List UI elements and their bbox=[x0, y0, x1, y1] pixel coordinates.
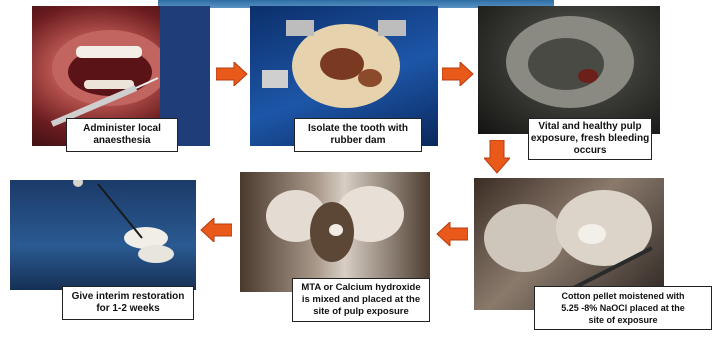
caption-line: 5.25 -8% NaOCl placed at the bbox=[535, 302, 711, 314]
step-5-caption: MTA or Calcium hydroxide is mixed and pl… bbox=[292, 278, 430, 322]
step-5-mta-placement: MTA or Calcium hydroxide is mixed and pl… bbox=[240, 172, 430, 332]
step-4-cotton-pellet: Cotton pellet moistened with 5.25 -8% Na… bbox=[474, 178, 712, 336]
caption-line: is mixed and placed at the bbox=[293, 294, 429, 306]
caption-line: Cotton pellet moistened with bbox=[535, 290, 711, 302]
step-6-caption: Give interim restoration for 1-2 weeks bbox=[62, 286, 194, 320]
caption-line: exposure, fresh bleeding bbox=[529, 133, 651, 145]
caption-line: for 1-2 weeks bbox=[63, 303, 193, 315]
caption-line: MTA or Calcium hydroxide bbox=[293, 282, 429, 294]
caption-line: occurs bbox=[529, 145, 651, 157]
arrow-right-icon bbox=[216, 62, 248, 91]
arrow-right-icon bbox=[442, 62, 474, 91]
caption-line: Vital and healthy pulp bbox=[529, 121, 651, 133]
step-3-pulp-exposure: Vital and healthy pulp exposure, fresh b… bbox=[478, 6, 660, 158]
caption-line: anaesthesia bbox=[67, 135, 177, 147]
interim-restoration-photo bbox=[10, 180, 196, 290]
caption-line: site of exposure bbox=[535, 314, 711, 326]
step-2-caption: Isolate the tooth with rubber dam bbox=[294, 118, 422, 152]
arrow-left-icon bbox=[436, 222, 468, 251]
step-2-isolate-tooth: Isolate the tooth with rubber dam bbox=[250, 6, 438, 146]
arrow-down-icon bbox=[484, 140, 510, 179]
caption-line: Isolate the tooth with bbox=[295, 123, 421, 135]
step-1-administer-anaesthesia: Administer local anaesthesia bbox=[32, 6, 210, 146]
arrow-left-icon bbox=[200, 218, 232, 247]
step-1-caption: Administer local anaesthesia bbox=[66, 118, 178, 152]
step-6-interim-restoration: Give interim restoration for 1-2 weeks bbox=[10, 180, 196, 328]
step-4-caption: Cotton pellet moistened with 5.25 -8% Na… bbox=[534, 286, 712, 330]
caption-line: rubber dam bbox=[295, 135, 421, 147]
caption-line: Administer local bbox=[67, 123, 177, 135]
caption-line: Give interim restoration bbox=[63, 291, 193, 303]
pulp-exposure-photo bbox=[478, 6, 660, 134]
caption-line: site of pulp exposure bbox=[293, 306, 429, 318]
step-3-caption: Vital and healthy pulp exposure, fresh b… bbox=[528, 118, 652, 160]
mta-placement-photo bbox=[240, 172, 430, 292]
